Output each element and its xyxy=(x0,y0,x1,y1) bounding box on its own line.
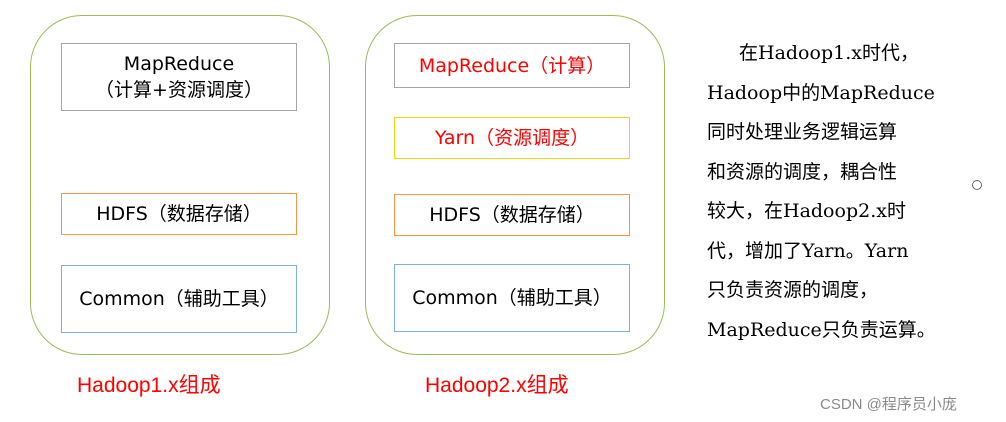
hadoop2-yarn-label: Yarn（资源调度） xyxy=(434,127,590,149)
hadoop2-hdfs-label: HDFS（数据存储） xyxy=(429,204,595,226)
hadoop2-caption: Hadoop2.x组成 xyxy=(425,374,569,397)
hadoop2-yarn-box: Yarn（资源调度） xyxy=(394,117,630,159)
hadoop1-caption: Hadoop1.x组成 xyxy=(77,374,221,397)
hadoop2-mapreduce-box: MapReduce（计算） xyxy=(394,43,630,88)
description-line: 只负责资源的调度， xyxy=(707,279,879,301)
hadoop2-mapreduce-label: MapReduce（计算） xyxy=(418,54,606,77)
description-line: MapReduce只负责运算。 xyxy=(707,318,936,341)
hadoop1-mapreduce-title: MapReduce xyxy=(123,53,235,75)
description-line: 较大，在Hadoop2.x时 xyxy=(707,200,906,222)
circle-bullet-icon xyxy=(972,180,982,190)
description-text: 在Hadoop1.x时代， Hadoop中的MapReduce 同时处理业务逻辑… xyxy=(707,34,962,350)
hadoop1-hdfs-label: HDFS（数据存储） xyxy=(96,203,262,225)
hadoop1-hdfs-box: HDFS（数据存储） xyxy=(61,193,297,235)
description-line: Hadoop中的MapReduce xyxy=(707,81,935,104)
hadoop1-common-label: Common（辅助工具） xyxy=(79,288,279,310)
hadoop2-hdfs-box: HDFS（数据存储） xyxy=(394,194,630,236)
hadoop1-mapreduce-box: MapReduce （计算+资源调度） xyxy=(61,43,297,111)
description-line: 代，增加了Yarn。Yarn xyxy=(707,239,909,262)
hadoop2-common-label: Common（辅助工具） xyxy=(412,287,612,309)
description-line: 同时处理业务逻辑运算 xyxy=(707,121,898,143)
hadoop1-common-box: Common（辅助工具） xyxy=(61,265,297,333)
description-line: 和资源的调度，耦合性 xyxy=(707,160,898,183)
watermark: CSDN @程序员小庞 xyxy=(820,396,957,413)
description-line: 在Hadoop1.x时代， xyxy=(739,42,919,64)
hadoop1-mapreduce-subtitle: （计算+资源调度） xyxy=(95,79,263,101)
hadoop2-common-box: Common（辅助工具） xyxy=(394,264,630,332)
